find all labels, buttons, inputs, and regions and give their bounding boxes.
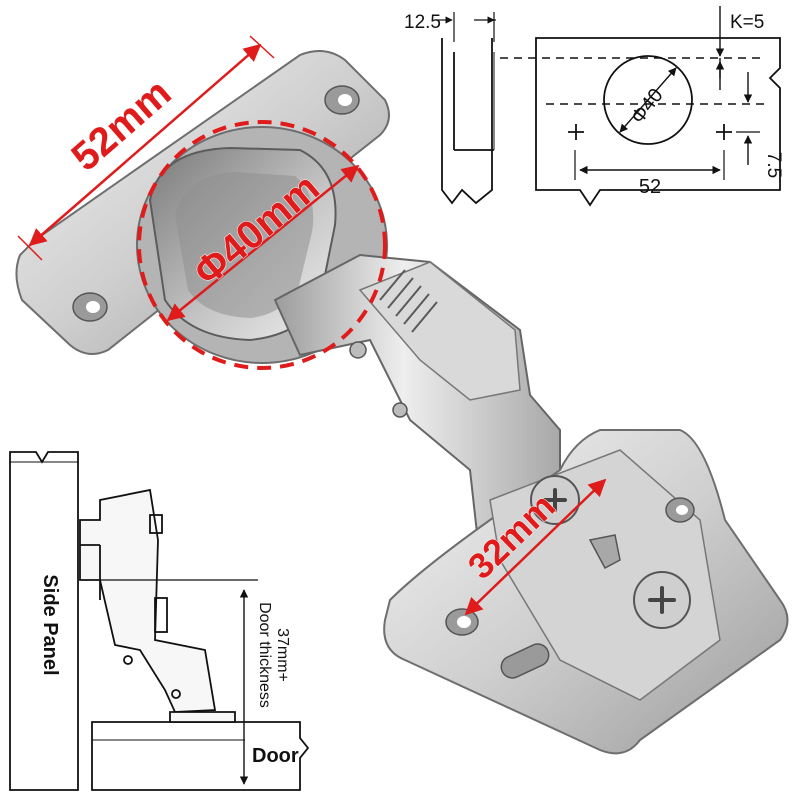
mounting-plate <box>383 429 789 755</box>
panel-plan-view <box>500 6 781 207</box>
drilling-diagram: 12.5 K=5 Φ40 52 7.5 <box>404 6 784 207</box>
panel-edge-section <box>438 12 496 205</box>
install-diagram: Side Panel Door 37mm+ Door thickness <box>9 451 310 791</box>
hinge-illustration: 52mm Φ40mm 32mm <box>15 35 789 755</box>
door-panel <box>91 721 310 791</box>
mount-hole-right <box>665 497 695 523</box>
mount-slot <box>500 643 550 679</box>
plate-hole-top <box>324 85 360 115</box>
screw-offset-label: 7.5 <box>763 152 784 178</box>
plate-hole-bottom <box>72 292 108 322</box>
door-thickness-value: 37mm+ <box>274 628 291 682</box>
screw-icon <box>633 571 691 629</box>
mount-hole-left <box>445 608 479 636</box>
side-panel-label: Side Panel <box>39 574 61 675</box>
spring-coil <box>379 269 438 333</box>
cup-bore-circle <box>603 55 693 145</box>
hinge-side-view <box>79 488 236 723</box>
door-label: Door <box>252 745 299 767</box>
side-panel <box>9 451 79 791</box>
cup-bore-label: Φ40 <box>627 84 668 128</box>
edge-offset-label: 12.5 <box>404 12 441 33</box>
screw-spacing-label: 52 <box>639 176 661 198</box>
door-thickness-dimension <box>100 579 258 785</box>
door-thickness-label: Door thickness <box>256 602 273 708</box>
k-value-label: K=5 <box>730 12 764 33</box>
